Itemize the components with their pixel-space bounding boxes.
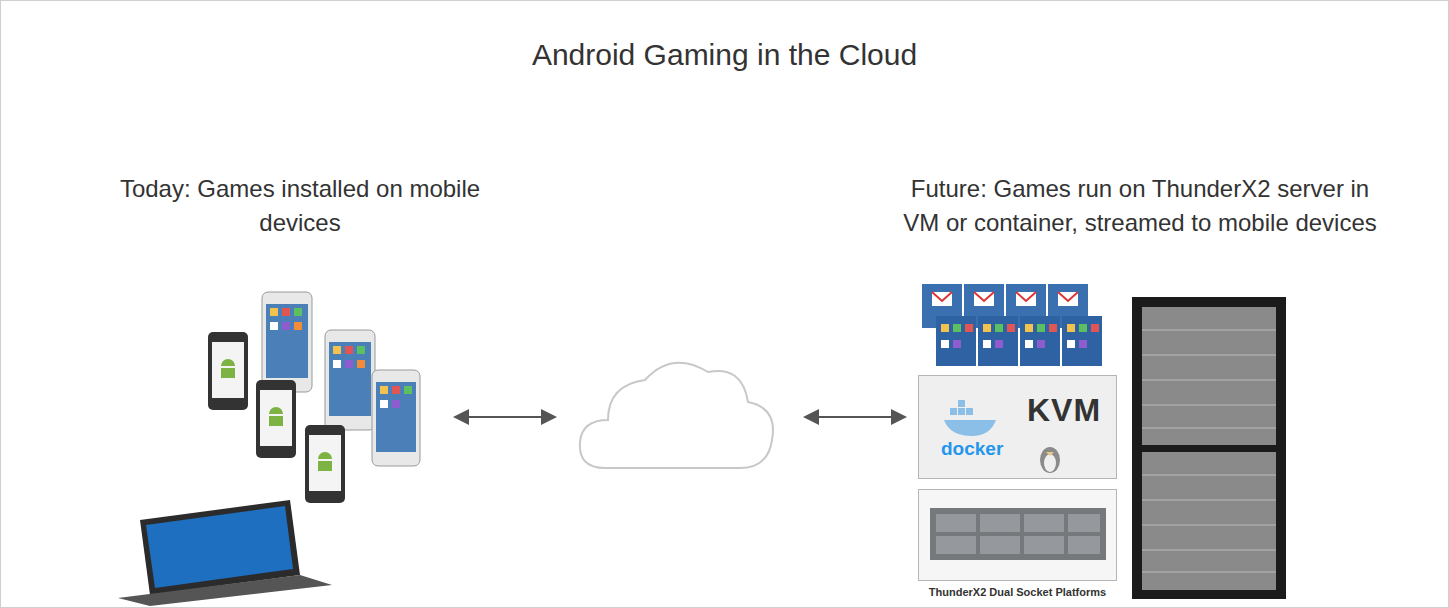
server-rack xyxy=(1132,297,1286,599)
node-text: docker xyxy=(941,438,1003,460)
section-heading: Future: Games run on ThunderX2 server in… xyxy=(890,172,1390,240)
app-screens xyxy=(922,284,1102,366)
double-arrow xyxy=(805,416,905,418)
section-heading: Today: Games installed on mobile devices xyxy=(110,172,490,240)
diagram-title: Android Gaming in the Cloud xyxy=(0,38,1449,72)
platform-box: ThunderX2 Dual Socket Platforms xyxy=(918,489,1117,581)
virtualization-box: docker KVM xyxy=(918,375,1117,479)
double-arrow xyxy=(455,416,555,418)
phone-group xyxy=(208,292,420,503)
laptop xyxy=(118,500,332,606)
cloud xyxy=(580,363,773,468)
node-text: ThunderX2 Dual Socket Platforms xyxy=(929,586,1106,598)
node-text: KVM xyxy=(1027,392,1101,429)
